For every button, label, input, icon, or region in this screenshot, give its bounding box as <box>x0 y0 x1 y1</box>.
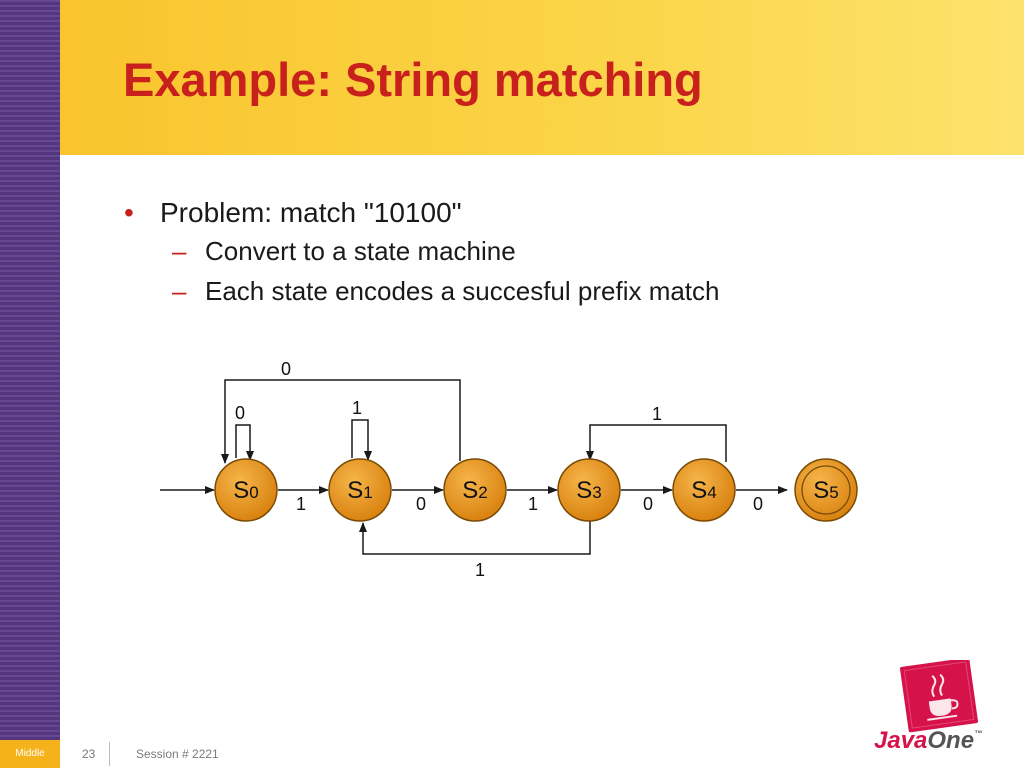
edge-s0-self-loop <box>235 424 254 461</box>
label-s3-s4: 0 <box>643 494 653 514</box>
svg-text:S4: S4 <box>691 477 716 504</box>
label-s1-s2: 0 <box>416 494 426 514</box>
java-cup-icon: JavaOne™ <box>874 657 982 754</box>
bullet-marker: • <box>124 197 134 228</box>
state-s3: S3 <box>557 458 621 522</box>
footer-divider <box>109 742 110 766</box>
label-s0-self-loop: 0 <box>235 403 245 423</box>
state-s1: S1 <box>328 458 392 522</box>
sub-bullet-marker: – <box>172 276 187 306</box>
edge-s3-s1-back <box>359 520 591 555</box>
state-s0: S0 <box>214 458 278 522</box>
sub-bullet-convert-text: Convert to a state machine <box>205 236 516 266</box>
sub-bullet-prefix-text: Each state encodes a succesful prefix ma… <box>205 276 720 306</box>
label-s2-s0-back: 0 <box>281 359 291 379</box>
label-s3-s1-back: 1 <box>475 560 485 580</box>
bullet-problem-text: Problem: match "10100" <box>160 197 462 228</box>
label-s2-s3: 1 <box>528 494 538 514</box>
label-s4-s5: 0 <box>753 494 763 514</box>
svg-text:S0: S0 <box>233 477 258 504</box>
svg-text:S3: S3 <box>576 477 601 504</box>
slide-number: 23 <box>82 747 96 761</box>
svg-text:S1: S1 <box>347 477 372 504</box>
sub-bullet-marker: – <box>172 236 187 266</box>
edge-s1-self-loop <box>351 419 372 461</box>
title-header-band <box>60 0 1024 155</box>
left-decorative-band <box>0 0 60 768</box>
javaone-logo: JavaOne™ <box>870 657 1000 765</box>
sub-bullet-prefix: – Each state encodes a succesful prefix … <box>124 271 720 311</box>
footer-section-tag: Middle <box>0 740 60 768</box>
sub-bullet-convert: – Convert to a state machine <box>124 231 720 271</box>
state-s5-accepting: S5 <box>794 458 858 522</box>
bullet-problem: • Problem: match "10100" <box>124 195 720 231</box>
svg-text:JavaOne™: JavaOne™ <box>874 727 982 754</box>
bullet-list: • Problem: match "10100" – Convert to a … <box>124 195 720 311</box>
svg-text:S2: S2 <box>462 477 487 504</box>
svg-text:S5: S5 <box>813 477 838 504</box>
session-number: Session # 2221 <box>136 747 219 761</box>
label-s1-self-loop: 1 <box>352 398 362 418</box>
label-s0-s1: 1 <box>296 494 306 514</box>
slide-title: Example: String matching <box>123 53 703 106</box>
edge-s2-s0-back <box>221 379 461 464</box>
edge-s4-s3-back <box>586 424 727 462</box>
state-s4: S4 <box>672 458 736 522</box>
label-s4-s3-back: 1 <box>652 404 662 424</box>
state-s2: S2 <box>443 458 507 522</box>
